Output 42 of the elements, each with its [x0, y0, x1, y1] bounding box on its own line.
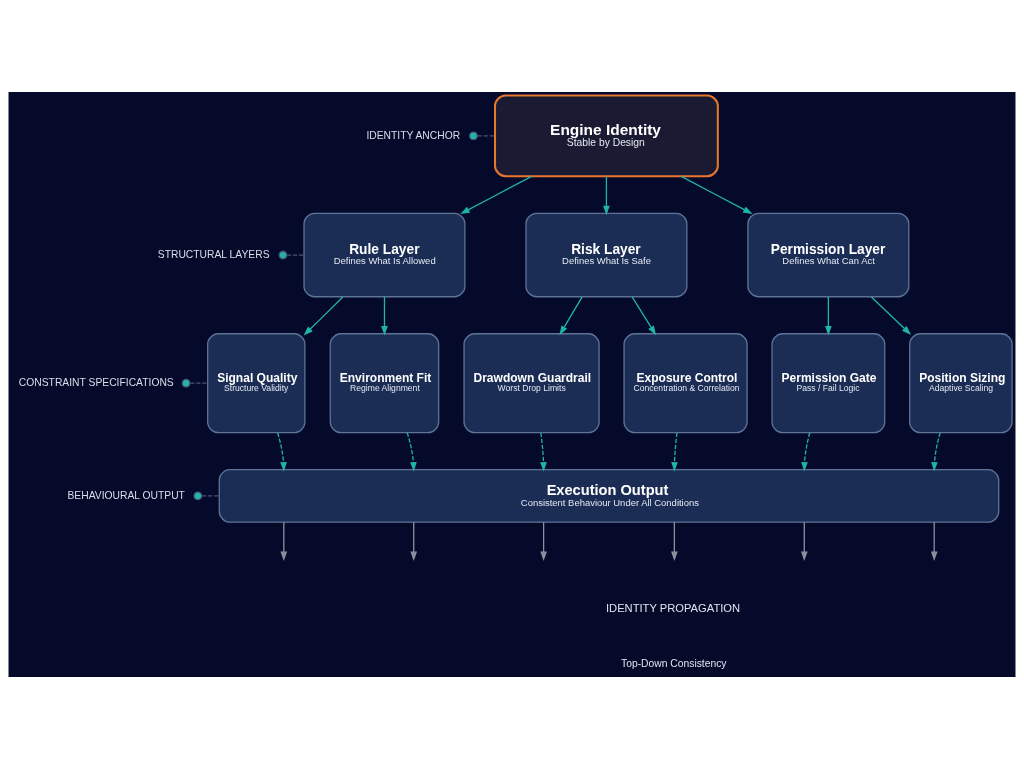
node-box: Drawdown Guardrail Worst Drop Limits: [463, 332, 600, 433]
node-box: Permission Gate Pass / Fail Logic: [771, 332, 886, 433]
node-text: IDENTITY ANCHOR: [366, 129, 461, 141]
arrow: [671, 521, 678, 561]
arrow: [931, 431, 941, 472]
node-box: Permission Layer Defines What Can Act: [747, 212, 910, 297]
connector: [278, 250, 305, 259]
connector: [193, 490, 220, 500]
arrow: [603, 175, 610, 215]
arrow: [540, 521, 547, 561]
arrow: [870, 295, 912, 335]
arrow: [680, 175, 753, 214]
connector: [181, 378, 209, 388]
arrow: [930, 521, 938, 561]
arrow: [277, 431, 287, 472]
label: IDENTITY PROPAGATION: [605, 601, 741, 614]
arrow: [381, 295, 388, 335]
arrow: [671, 431, 678, 472]
node-box: Environment Fit Regime Alignment: [329, 332, 440, 433]
arrow: [540, 431, 547, 472]
arrow: [825, 295, 832, 335]
connector: [469, 130, 496, 140]
arrow: [801, 431, 811, 472]
node-text: STRUCTURAL LAYERS: [157, 248, 270, 260]
arrow: [303, 295, 344, 336]
node-text: BEHAVIOURAL OUTPUT: [67, 489, 185, 501]
node-box: Execution Output Consistent Behaviour Under All Conditions: [218, 468, 1000, 523]
arrow: [280, 521, 288, 561]
arrow: [406, 431, 417, 472]
node-box: Exposure Control Concentration & Correlation: [623, 332, 748, 433]
arrow: [800, 521, 808, 561]
label: Top-Down Consistency: [621, 657, 727, 669]
arrow: [460, 175, 533, 214]
node-box: Engine Identity Stable by Design: [494, 93, 719, 177]
arrow: [631, 295, 657, 335]
node-box: Rule Layer Defines What Is Allowed: [303, 212, 466, 297]
node-box: Signal Quality Structure Validity: [207, 332, 306, 433]
node-text: CONSTRAINT SPECIFICATIONS: [18, 376, 174, 388]
node-box: Risk Layer Defines What Is Safe: [525, 212, 688, 297]
arrow: [559, 295, 583, 335]
arrow: [410, 521, 418, 561]
node-box: Position Sizing Adaptive Scaling: [909, 332, 1013, 433]
